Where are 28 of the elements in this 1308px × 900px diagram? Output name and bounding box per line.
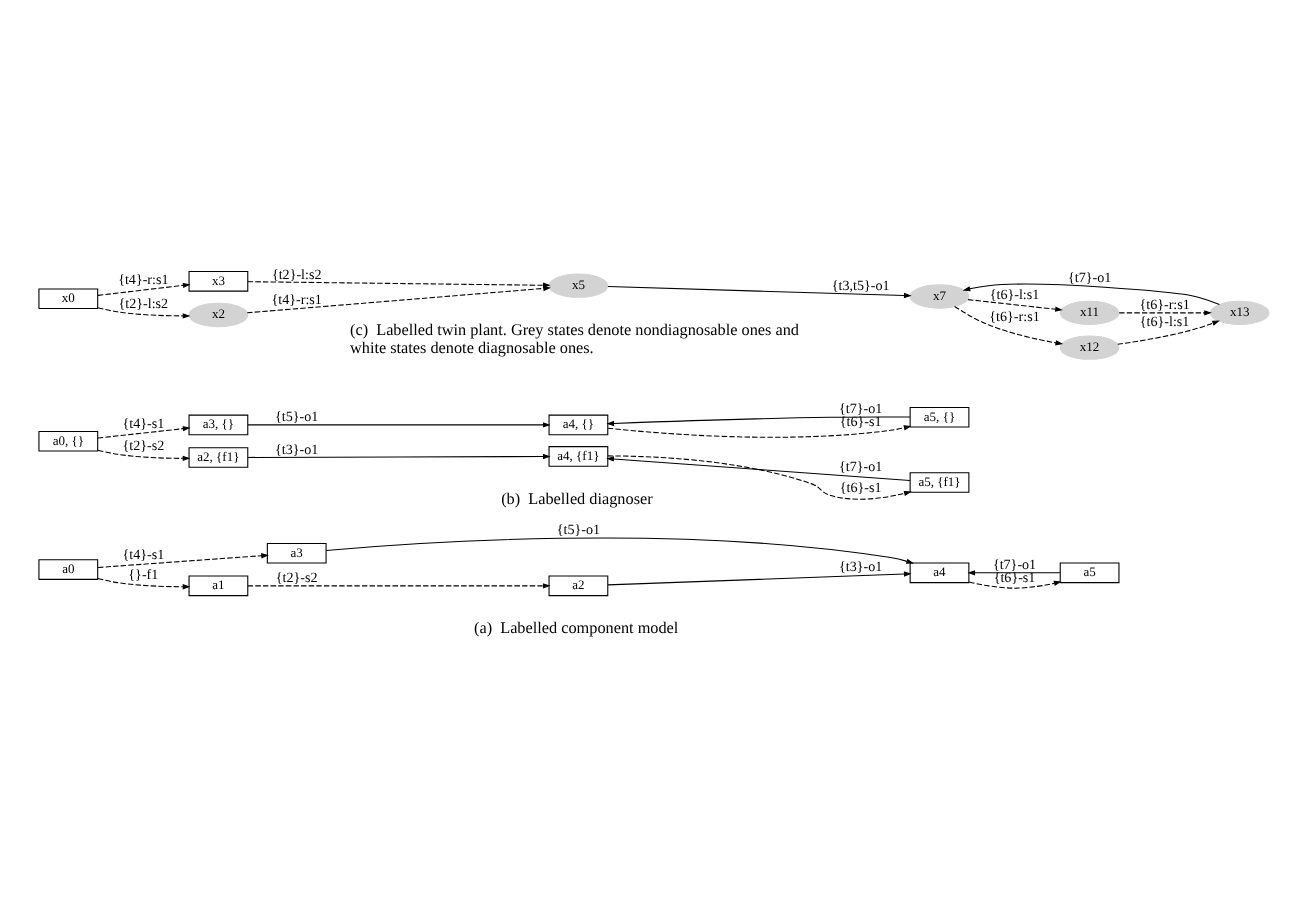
label: (c) Labelled twin plant. Grey states denote nondiagnosable ones and white states denote diagnosable ones. (350, 319, 799, 357)
arrow (97, 448, 191, 461)
label: (a) Labelled component model (474, 618, 679, 637)
arrow (962, 282, 1220, 304)
label: (b) Labelled diagnoser (501, 488, 653, 507)
arrow (97, 552, 269, 568)
arrow (97, 425, 191, 438)
arrow (607, 570, 912, 585)
arrow (967, 569, 1061, 575)
arrow (247, 421, 551, 427)
arrow (325, 536, 914, 563)
arrow (247, 582, 551, 588)
arrow (97, 306, 191, 318)
arrow (97, 576, 191, 589)
arrow (607, 285, 912, 298)
arrow (247, 452, 551, 459)
arrow (606, 455, 911, 480)
arrow (1117, 319, 1220, 344)
arrow (954, 304, 1064, 345)
arrow (247, 280, 551, 287)
arrow (97, 281, 191, 295)
arrow (607, 454, 912, 499)
arrow (1118, 309, 1212, 315)
arrow (246, 284, 551, 313)
arrow (968, 579, 1062, 588)
arrow (967, 298, 1063, 311)
arrow (606, 415, 911, 426)
arrow (607, 424, 912, 437)
